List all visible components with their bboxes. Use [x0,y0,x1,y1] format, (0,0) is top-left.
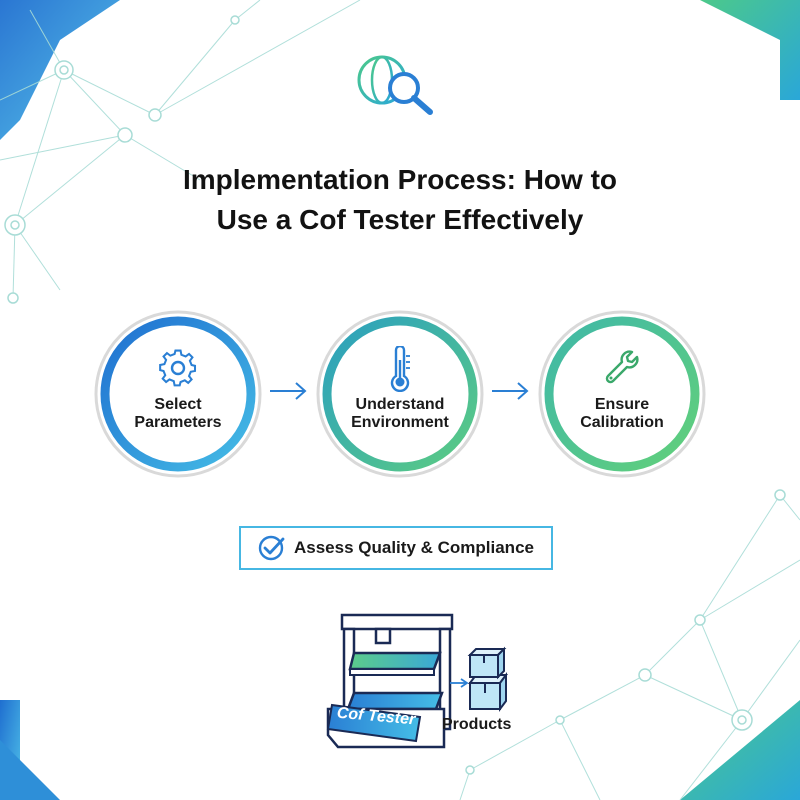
step-label: Select Parameters [94,396,262,432]
step-label-line-2: Parameters [134,414,222,431]
step-label-line-2: Environment [351,414,449,431]
step-label: Understand Environment [316,396,484,432]
step-ring [94,310,262,478]
arrow-right-icon [492,382,529,400]
tester-machine-icon [326,613,508,749]
arrow-right-icon [270,382,307,400]
title-line-1: Implementation Process: How to [182,164,618,195]
checkmark-icon [258,535,285,561]
assess-label: Assess Quality & Compliance [294,538,534,557]
wrench-icon [605,350,639,384]
thermometer-icon [390,346,410,392]
step-label-line-1: Ensure [594,396,650,413]
gear-icon [159,349,197,387]
box-stack-icon [467,646,508,712]
products-label: Products [442,716,512,733]
step-label-line-1: Understand [355,396,445,413]
globe-magnifier-icon [357,55,433,115]
step-select-parameters: Select Parameters [94,310,262,478]
title-line-2: Use a Cof Tester Effectively [216,204,584,235]
step-ring [316,310,484,478]
step-label-line-1: Select [154,396,202,413]
step-ring [538,310,706,478]
step-label: Ensure Calibration [538,396,706,432]
step-understand-environment: Understand Environment [316,310,484,478]
step-ensure-calibration: Ensure Calibration [538,310,706,478]
step-label-line-2: Calibration [580,414,664,431]
assess-quality-box: Assess Quality & Compliance [239,526,553,570]
page-title: Implementation Process: How to Use a Cof… [0,160,800,240]
